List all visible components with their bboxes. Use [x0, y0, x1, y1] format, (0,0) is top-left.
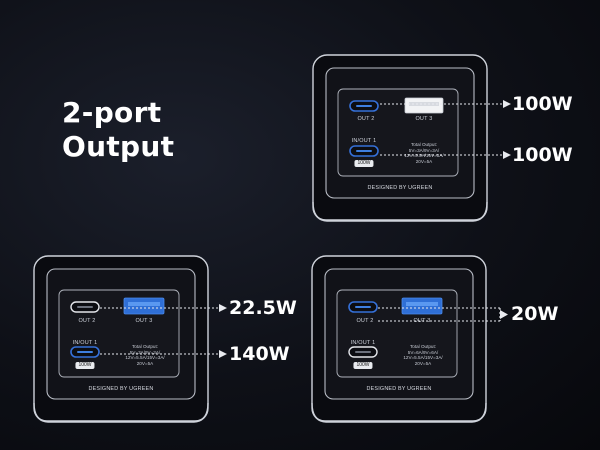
spec-text: Total Output:5V=6A/9V=6A/ 12V=5.5A/15V=3…: [403, 344, 443, 366]
output-left-2: 140W: [229, 343, 290, 365]
charger-bottom-left-outline: [33, 255, 209, 423]
headline-line-1: 2-port: [62, 96, 162, 129]
arrowhead-top-1: [503, 100, 511, 108]
label-in-out-1: IN/OUT 1: [351, 138, 377, 144]
output-top-1: 100W: [512, 93, 573, 115]
arrowhead-left-1: [219, 304, 227, 312]
label-out-2: OUT 2: [357, 116, 375, 122]
charger-top: OUT 2 OUT 3 IN/OUT 1 100W Total Output:5…: [312, 54, 488, 224]
charger-bottom-right: OUT 2 OUT 3 IN/OUT 1 100W Total Output:5…: [311, 255, 487, 425]
headline: 2-port Output: [62, 96, 174, 164]
output-left-1: 22.5W: [229, 297, 297, 319]
headline-line-2: Output: [62, 130, 175, 163]
badge-100w: 100W: [353, 362, 373, 369]
label-in-out-1: IN/OUT 1: [72, 340, 98, 346]
arrowhead-top-2: [503, 151, 511, 159]
spec-text: Total Output:5V=3A/9V=3A/ 12V=5.5A/15V=3…: [125, 344, 165, 366]
output-top-2: 100W: [512, 144, 573, 166]
charger-bottom-right-outline: [311, 255, 487, 423]
brand-text: DESIGNED BY UGREEN: [366, 386, 432, 392]
brand-text: DESIGNED BY UGREEN: [88, 386, 154, 392]
output-right: 20W: [511, 303, 559, 325]
label-out-2: OUT 2: [78, 318, 96, 324]
label-out-3: OUT 3: [413, 318, 431, 324]
label-in-out-1: IN/OUT 1: [350, 340, 376, 346]
badge-100w: 100W: [75, 362, 95, 369]
charger-bottom-left: OUT 2 OUT 3 IN/OUT 1 100W Total Output:5…: [33, 255, 209, 425]
arrowhead-left-2: [219, 350, 227, 358]
label-out-3: OUT 3: [135, 318, 153, 324]
spec-text: Total Output:5V=3A/9V=3A/ 12V=5.5A/15V=3…: [404, 142, 444, 164]
label-out-2: OUT 2: [356, 318, 374, 324]
charger-top-outline: [312, 54, 488, 222]
brand-text: DESIGNED BY UGREEN: [367, 185, 433, 191]
label-out-3: OUT 3: [415, 116, 433, 122]
arrowhead-right: [500, 310, 508, 319]
badge-100w: 100W: [354, 160, 374, 167]
